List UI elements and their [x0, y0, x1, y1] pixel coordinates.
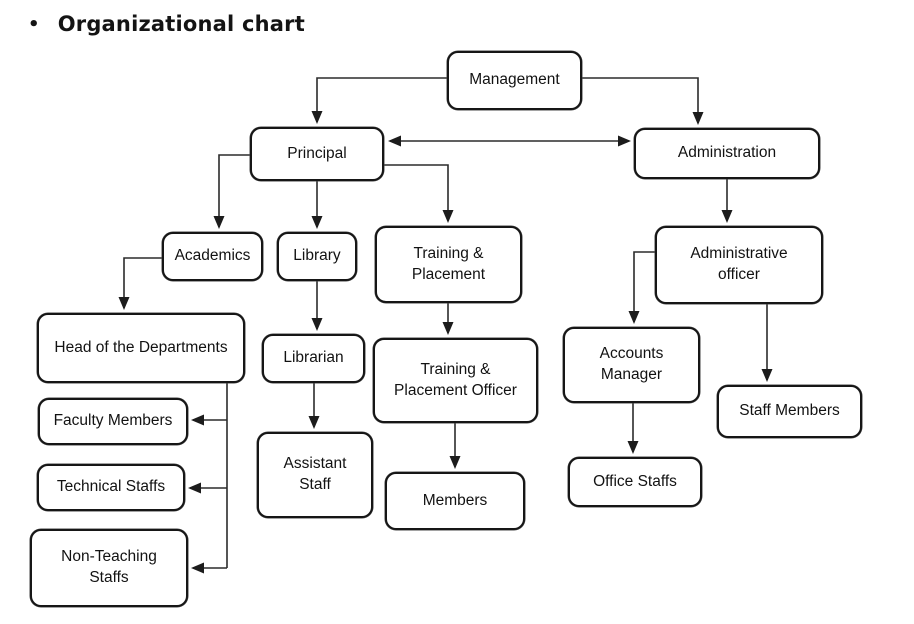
bullet-icon: •: [28, 14, 40, 35]
node-assistant-staff: Assistant Staff: [257, 432, 373, 518]
node-accounts-manager: Accounts Manager: [563, 327, 700, 403]
node-administration: Administration: [634, 128, 820, 179]
edge-principal-academics: [213, 154, 250, 229]
edge-management-principal: [311, 77, 447, 124]
node-office-staffs: Office Staffs: [568, 457, 702, 507]
node-members: Members: [385, 472, 525, 530]
node-staff-members: Staff Members: [717, 385, 862, 438]
node-library: Library: [277, 232, 357, 281]
node-non-teaching-staffs: Non-Teaching Staffs: [30, 529, 188, 607]
node-faculty-members: Faculty Members: [38, 398, 188, 445]
node-head-of-departments: Head of the Departments: [37, 313, 245, 383]
node-academics: Academics: [162, 232, 263, 281]
edge-academics-hod: [118, 257, 162, 310]
node-management: Management: [447, 51, 582, 110]
node-technical-staffs: Technical Staffs: [37, 464, 185, 511]
node-librarian: Librarian: [262, 334, 365, 383]
page-title: • Organizational chart: [28, 12, 305, 36]
node-training-placement: Training & Placement: [375, 226, 522, 303]
node-training-placement-officer: Training & Placement Officer: [373, 338, 538, 423]
edge-management-administration: [582, 77, 704, 125]
edge-admin-officer-accounts-manager: [628, 251, 655, 324]
node-administrative-officer: Administrative officer: [655, 226, 823, 304]
edge-principal-training-placement: [384, 164, 454, 223]
node-principal: Principal: [250, 127, 384, 181]
page-title-text: Organizational chart: [57, 12, 305, 36]
